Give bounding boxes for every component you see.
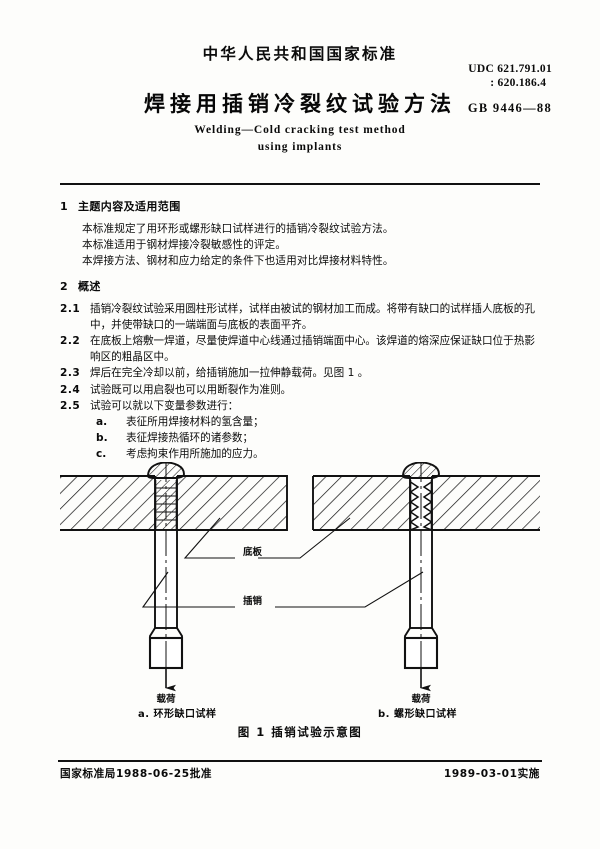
clause-2-4-label: 2.4 bbox=[60, 383, 81, 396]
section-title-2: 概述 bbox=[78, 279, 101, 293]
clause-2-5-text: 试验可以就以下变量参数进行： bbox=[90, 399, 239, 412]
figure-1: 载荷 bbox=[60, 462, 540, 739]
sub-item-a-text: 表征所用焊接材料的氢含量； bbox=[126, 416, 264, 429]
section-1-paragraph-1: 本标准规定了用环形或螺形缺口试样进行的插销冷裂纹试验方法。 bbox=[82, 223, 394, 235]
caption-specimen-b: b. 螺形缺口试样 bbox=[378, 709, 457, 720]
clause-2-3-label: 2.3 bbox=[60, 367, 81, 380]
sub-item-a-label: a. bbox=[96, 416, 108, 429]
clause-2-5: 2.5 试验可以就以下变量参数进行： bbox=[60, 398, 540, 414]
sub-item-b-label: b. bbox=[96, 432, 108, 445]
callout-base-plate: 底板 bbox=[183, 517, 351, 559]
clause-2-3: 2.3 焊后在完全冷却以前，给插销施加一拉伸静载荷。见图 1 。 bbox=[60, 365, 540, 381]
section-title-1: 主题内容及适用范围 bbox=[78, 200, 181, 213]
section-number-2: 2 bbox=[60, 279, 69, 293]
document-body: 1 主题内容及适用范围 本标准规定了用环形或螺形缺口试样进行的插销冷裂纹试验方法。… bbox=[60, 198, 540, 463]
callout-implant: 插销 bbox=[141, 571, 424, 608]
sub-item-b-text: 表征焊接热循环的诸参数； bbox=[126, 432, 254, 445]
section-heading-1: 1 主题内容及适用范围 bbox=[60, 198, 540, 214]
caption-specimen-a: a. 环形缺口试样 bbox=[138, 709, 217, 720]
specimen-b-helical: 载荷 bbox=[312, 462, 540, 705]
issuing-organization: 中华人民共和国国家标准 bbox=[202, 45, 398, 63]
clause-2-1-label: 2.1 bbox=[60, 302, 81, 315]
sub-item-b: b. 表征焊接热循环的诸参数； bbox=[60, 430, 540, 446]
clause-2-4: 2.4 试验既可以用启裂也可以用断裂作为准则。 bbox=[60, 382, 540, 398]
clause-2-2-text: 在底板上熔敷一焊道，尽量使焊道中心线通过插销端面中心。该焊道的熔深应保证缺口位于… bbox=[90, 335, 535, 364]
specimen-a-annular: 载荷 bbox=[60, 462, 288, 705]
figure-title: 图 1 插销试验示意图 bbox=[237, 725, 363, 739]
clause-2-4-text: 试验既可以用启裂也可以用断裂作为准则。 bbox=[90, 383, 292, 396]
clause-2-5-label: 2.5 bbox=[60, 399, 81, 412]
load-label-left: 载荷 bbox=[156, 693, 176, 705]
document-header: 中华人民共和国国家标准 焊接用插销冷裂纹试验方法 Welding—Cold cr… bbox=[0, 0, 600, 185]
sub-item-c-text: 考虑拘束作用所施加的应力。 bbox=[126, 448, 264, 461]
english-title: Welding—Cold cracking test method using … bbox=[0, 122, 600, 156]
standard-number: GB 9446—88 bbox=[467, 101, 552, 115]
section-number-1: 1 bbox=[60, 200, 69, 213]
english-title-line2: using implants bbox=[257, 141, 343, 153]
base-plate-label: 底板 bbox=[242, 546, 263, 558]
document-footer: 国家标准局1988-06-25批准 1989-03-01实施 bbox=[58, 766, 542, 786]
sub-item-c: c. 考虑拘束作用所施加的应力。 bbox=[60, 446, 540, 462]
clause-2-1: 2.1 插销冷裂纹试验采用圆柱形试样，试样由被试的钢材加工而成。将带有缺口的试样… bbox=[60, 301, 540, 333]
load-label-right: 载荷 bbox=[411, 693, 431, 705]
approval-statement: 国家标准局1988-06-25批准 bbox=[60, 768, 213, 780]
sub-item-a: a. 表征所用焊接材料的氢含量； bbox=[60, 414, 540, 430]
udc-classification: UDC 621.791.01 : 620.186.4 bbox=[468, 62, 552, 90]
page-title: 焊接用插销冷裂纹试验方法 bbox=[144, 92, 456, 116]
udc-line-2: : 620.186.4 bbox=[490, 77, 547, 89]
section-heading-2: 2 概述 bbox=[60, 278, 540, 294]
udc-line-1: UDC 621.791.01 bbox=[468, 63, 552, 75]
section-1-paragraph-3: 本焊接方法、钢材和应力给定的条件下也适用对比焊接材料特性。 bbox=[82, 255, 394, 268]
footer-divider-rule bbox=[58, 760, 542, 763]
clause-2-2-label: 2.2 bbox=[60, 335, 81, 348]
clause-2-3-text: 焊后在完全冷却以前，给插销施加一拉伸静载荷。见图 1 。 bbox=[90, 367, 369, 380]
implementation-date: 1989-03-01实施 bbox=[443, 768, 540, 780]
clause-2-1-text: 插销冷裂纹试验采用圆柱形试样，试样由被试的钢材加工而成。将带有缺口的试样插人底板… bbox=[90, 302, 535, 331]
clause-2-2: 2.2 在底板上熔敷一焊道，尽量使焊道中心线通过插销端面中心。该焊道的熔深应保证… bbox=[60, 333, 540, 365]
english-title-line1: Welding—Cold cracking test method bbox=[194, 124, 406, 136]
header-divider-rule bbox=[60, 183, 540, 186]
base-plate-right bbox=[312, 475, 540, 531]
section-1-paragraph-2: 本标准适用于钢材焊接冷裂敏感性的评定。 bbox=[82, 239, 287, 252]
implant-test-diagram: 载荷 bbox=[60, 462, 540, 705]
implant-label: 插销 bbox=[243, 595, 263, 607]
sub-item-c-label: c. bbox=[96, 448, 107, 461]
